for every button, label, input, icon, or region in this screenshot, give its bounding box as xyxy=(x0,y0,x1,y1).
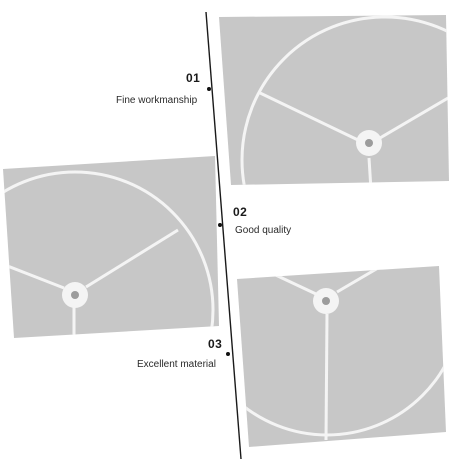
feature-number-02: 02 xyxy=(233,205,248,219)
feature-number-03: 03 xyxy=(208,337,223,351)
feature-caption-03: Excellent material xyxy=(137,359,216,370)
timeline-dot-03 xyxy=(226,352,230,356)
feature-caption-02: Good quality xyxy=(235,225,292,236)
feature-caption-01: Fine workmanship xyxy=(116,95,198,106)
timeline-dot-02 xyxy=(218,223,222,227)
timeline-dot-01 xyxy=(207,87,211,91)
feature-number-01: 01 xyxy=(186,71,201,85)
